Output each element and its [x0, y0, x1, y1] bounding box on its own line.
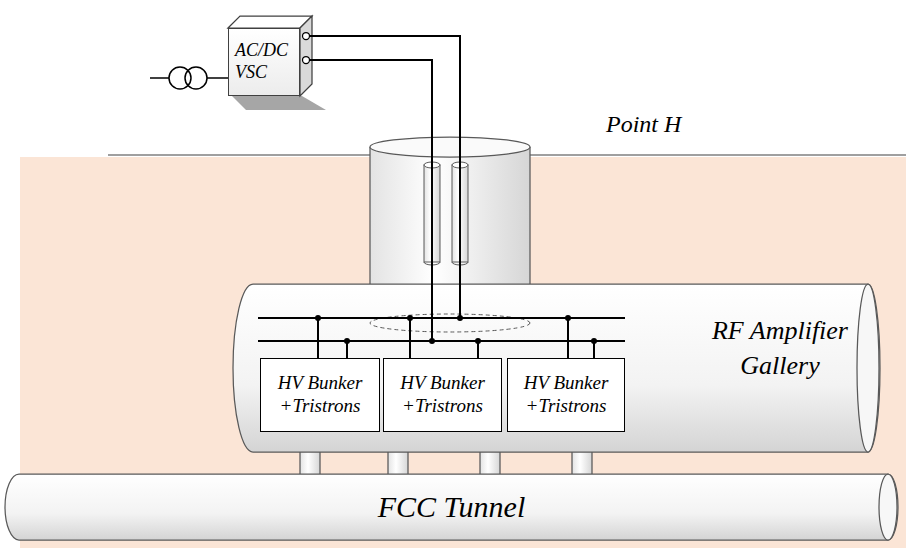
node-label: HV Bunker +Tristrons	[269, 372, 371, 418]
tunnel-cylinder: FCC Tunnel	[5, 473, 898, 541]
terminal	[303, 33, 310, 40]
terminal	[303, 57, 310, 64]
bunker-box: HV Bunker +Tristrons	[507, 358, 625, 432]
power-cable	[310, 36, 595, 358]
node-label: AC/DC VSC	[235, 40, 293, 83]
shadow	[232, 96, 326, 110]
node-label: RF Amplifier Gallery	[698, 313, 862, 383]
node-label: HV Bunker +Tristrons	[516, 372, 616, 418]
shaft	[370, 137, 530, 285]
bunker-box: HV Bunker +Tristrons	[383, 358, 502, 432]
site-label: Point H	[606, 110, 681, 139]
converter-box: AC/DC VSC	[228, 28, 300, 96]
cable-tube	[424, 162, 468, 265]
transformer-symbol	[150, 67, 228, 89]
node-label: HV Bunker +Tristrons	[392, 372, 493, 418]
shaft-opening	[370, 314, 530, 332]
power-cable	[310, 36, 479, 358]
cube-side	[300, 16, 312, 96]
amplifier-gallery: RF Amplifier Gallery HV Bunker +Tristrons…	[233, 283, 880, 453]
cube-top	[228, 16, 312, 28]
bunker-box: HV Bunker +Tristrons	[260, 358, 380, 432]
power-cable	[310, 36, 461, 358]
converter-housing	[228, 16, 326, 110]
node-label: FCC Tunnel	[378, 489, 526, 525]
